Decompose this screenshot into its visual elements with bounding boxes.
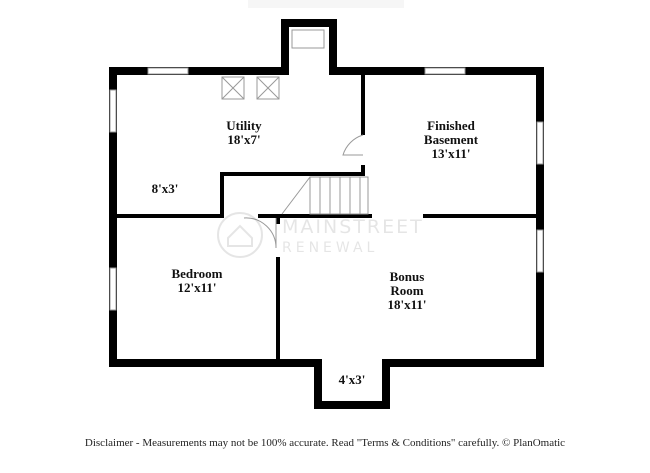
top-bar <box>248 0 404 8</box>
room-bonus-name-2: Room <box>390 283 424 298</box>
room-bedroom: Bedroom 12'x11' <box>152 267 242 295</box>
room-bonus: Bonus Room 18'x11' <box>365 270 449 312</box>
room-closet: 8'x3' <box>140 182 190 196</box>
room-bonus-name-1: Bonus <box>389 269 425 284</box>
watermark-line2: RENEWAL <box>282 240 379 256</box>
room-finished-basement-name-2: Basement <box>423 132 479 147</box>
room-utility-name: Utility <box>226 118 262 133</box>
room-finished-basement-name-1: Finished <box>427 118 475 133</box>
disclaimer: Disclaimer - Measurements may not be 100… <box>84 437 566 449</box>
fixtures <box>221 29 369 249</box>
room-utility-size: 18'x7' <box>227 132 261 147</box>
room-bedroom-name: Bedroom <box>171 266 223 281</box>
room-finished-basement: Finished Basement 13'x11' <box>403 119 499 161</box>
room-bonus-size: 18'x11' <box>387 297 427 312</box>
room-bedroom-size: 12'x11' <box>177 280 217 295</box>
room-alcove: 4'x3' <box>322 373 382 387</box>
watermark: MAINSTREET RENEWAL <box>212 210 452 260</box>
watermark-line1: MAINSTREET <box>282 216 424 238</box>
watermark-logo-icon <box>217 212 263 258</box>
room-closet-size: 8'x3' <box>151 181 179 196</box>
windows <box>109 67 544 311</box>
room-finished-basement-size: 13'x11' <box>431 146 471 161</box>
room-utility: Utility 18'x7' <box>200 119 288 147</box>
room-alcove-size: 4'x3' <box>338 372 366 387</box>
